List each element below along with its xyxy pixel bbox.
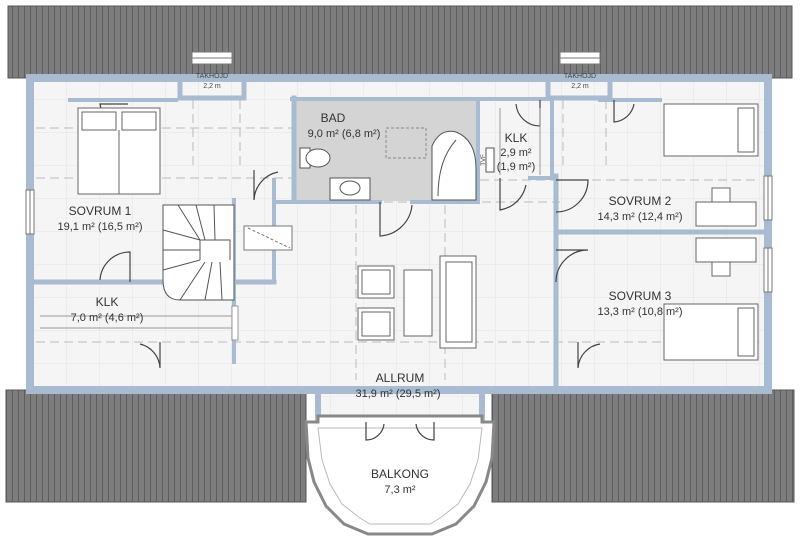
- living-room-furniture: [357, 255, 477, 349]
- klk-small-name: KLK: [505, 131, 528, 145]
- klk-small-area1: 2,9 m²: [500, 147, 532, 159]
- sovrum1-name: SOVRUM 1: [69, 204, 132, 218]
- attic-hatch: [243, 225, 293, 251]
- klk-large-area: 7,0 m² (4,6 m²): [71, 312, 144, 324]
- desks: [695, 187, 757, 277]
- bad-name: BAD: [321, 111, 346, 125]
- sovrum3-name: SOVRUM 3: [609, 289, 672, 303]
- sovrum2-name: SOVRUM 2: [609, 194, 672, 208]
- sovrum1-area: 19,1 m² (16,5 m²): [58, 221, 143, 233]
- balcony: [304, 414, 496, 536]
- sovrum2-area: 14,3 m² (12,4 m²): [598, 211, 683, 223]
- balkong-area: 7,3 m²: [384, 484, 416, 496]
- allrum-area: 31,9 m² (29,5 m²): [356, 388, 441, 400]
- closet-rods: [40, 108, 541, 341]
- dormer-left-label: TAKHÖJD: [196, 72, 228, 80]
- tvf-label: TVF: [481, 154, 487, 166]
- roof-top: [7, 5, 793, 79]
- dormer-right-value: 2,2 m: [571, 83, 589, 90]
- dormer-left-value: 2,2 m: [203, 83, 221, 90]
- shower: [431, 130, 477, 201]
- double-bed: [77, 107, 161, 195]
- door-swings: [99, 100, 635, 369]
- roof-bottom-left: [5, 389, 307, 503]
- single-bed-sovrum2: [663, 103, 759, 157]
- klk-large-name: KLK: [96, 295, 119, 309]
- dormer-right-label: TAKHÖJD: [564, 72, 596, 80]
- staircase: [162, 204, 235, 301]
- dormer-windows: [191, 51, 601, 65]
- roof-bottom-right: [491, 389, 795, 503]
- single-bed-sovrum3: [663, 303, 759, 361]
- side-windows: [25, 175, 773, 293]
- bathroom-fixtures: [299, 127, 495, 201]
- balkong-name: BALKONG: [371, 467, 429, 481]
- bad-area: 9,0 m² (6,8 m²): [308, 128, 381, 140]
- klk-small-area2: (1,9 m²): [497, 161, 536, 173]
- sovrum3-area: 13,3 m² (10,8 m²): [598, 306, 683, 318]
- allrum-name: ALLRUM: [376, 371, 425, 385]
- room-labels: BAD 9,0 m² (6,8 m²) KLK 2,9 m² (1,9 m²) …: [58, 72, 683, 496]
